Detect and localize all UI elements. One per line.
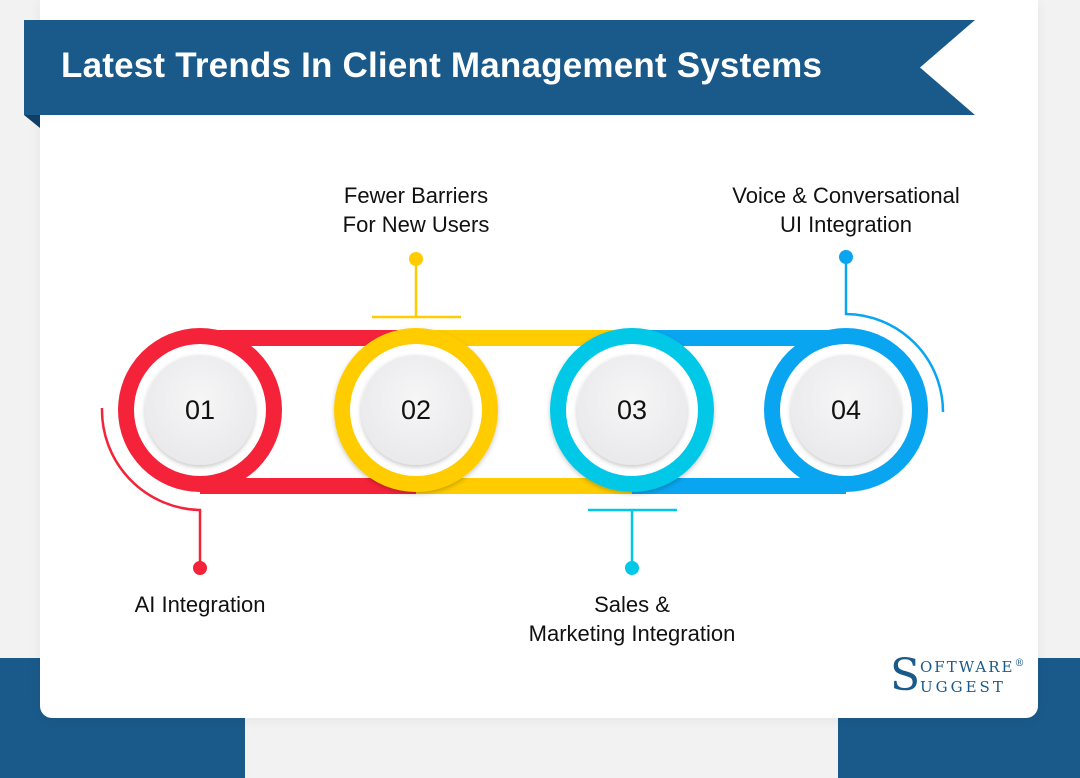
step-04-label-line1: Voice & Conversational xyxy=(732,183,960,208)
title-banner: Latest Trends In Client Management Syste… xyxy=(24,20,975,115)
step-04-number: 04 xyxy=(830,395,862,425)
step-02-dot xyxy=(409,252,423,266)
step-01-connector xyxy=(100,407,202,568)
step-01-label-text: AI Integration xyxy=(134,592,266,617)
logo-line1: OFTWARE® xyxy=(920,658,1024,676)
step-02-label: Fewer Barriers For New Users xyxy=(306,181,526,239)
track-segments xyxy=(200,330,846,494)
step-04-ring xyxy=(764,328,928,492)
step-04-dot xyxy=(839,250,853,264)
banner-fold xyxy=(24,115,40,128)
step-01-number: 01 xyxy=(184,395,216,425)
step-01-dot xyxy=(193,561,207,575)
step-03-label: Sales & Marketing Integration xyxy=(492,590,772,648)
step-01-ring xyxy=(118,328,282,492)
step-03-dot xyxy=(625,561,639,575)
logo-line1-text: OFTWARE xyxy=(920,658,1015,676)
step-04-connector xyxy=(844,258,945,413)
page-title: Latest Trends In Client Management Syste… xyxy=(61,46,823,85)
logo-line2: UGGEST xyxy=(920,678,1006,696)
step-02-connector xyxy=(372,260,461,319)
step-03-ring xyxy=(550,328,714,492)
step-03-label-line2: Marketing Integration xyxy=(528,621,736,646)
logo-initial: S xyxy=(890,650,921,701)
step-02-ring xyxy=(334,328,498,492)
step-02-label-line2: For New Users xyxy=(342,212,490,237)
step-01-label: AI Integration xyxy=(100,590,300,619)
step-03-connector xyxy=(588,508,677,568)
step-02-label-line1: Fewer Barriers xyxy=(343,183,489,208)
step-04-label: Voice & Conversational UI Integration xyxy=(700,181,992,239)
step-03-number: 03 xyxy=(616,395,648,425)
banner-ribbon-shape xyxy=(24,20,975,115)
step-02-number: 02 xyxy=(400,395,432,425)
softwaresuggest-logo: S OFTWARE® UGGEST xyxy=(890,654,1030,700)
timeline-diagram xyxy=(100,250,945,575)
registered-mark-icon: ® xyxy=(1014,658,1025,669)
step-03-label-line1: Sales & xyxy=(594,592,670,617)
step-04-label-line2: UI Integration xyxy=(779,212,913,237)
